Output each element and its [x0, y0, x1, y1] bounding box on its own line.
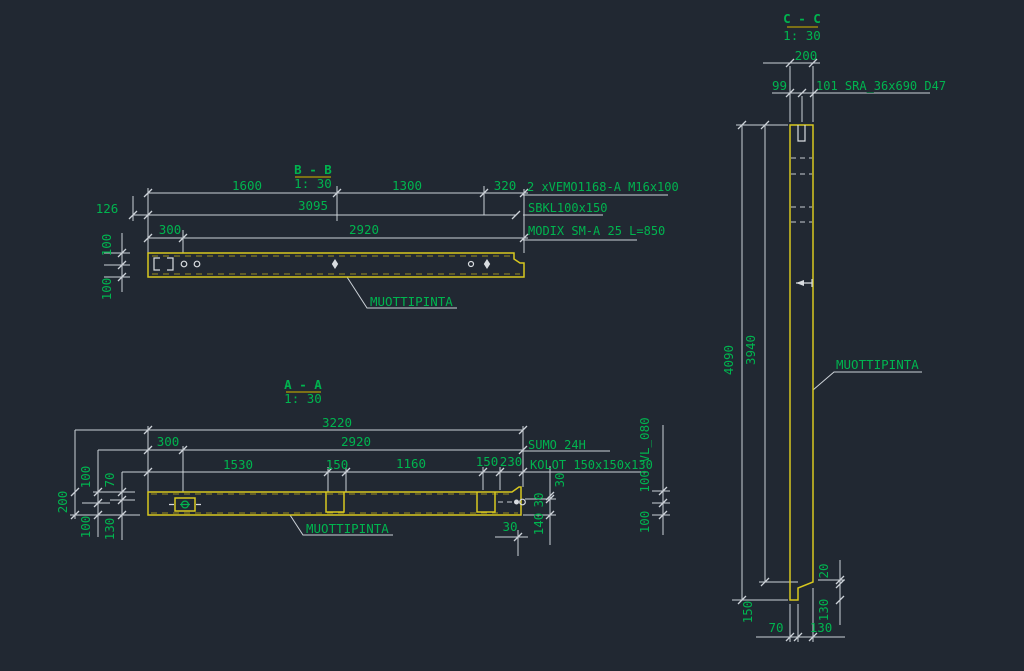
aa-dim-150-right: 150 — [476, 454, 499, 469]
aa-title: A - A — [284, 377, 322, 392]
bb-surface-label: MUOTTIPINTA — [370, 294, 453, 309]
bb-note-vemo: 2 xVEMO1168-A M16x100 — [527, 180, 679, 194]
cc-note-sra: 101 SRA_36x690 D47 — [816, 79, 946, 93]
aa-note-kolot: KOLOT 150x150x130 — [530, 458, 653, 472]
aa-scale-label: 1: 30 — [284, 391, 322, 406]
bb-anchor-diamond-markers — [331, 259, 491, 269]
bb-dim-100-upper: 100 — [99, 234, 114, 257]
bb-dim-100-lower: 100 — [99, 278, 114, 301]
bb-dim-3095: 3095 — [298, 198, 328, 213]
aa-dim-150-mid: 150 — [326, 457, 349, 472]
cc-dim-150: 150 — [740, 601, 755, 624]
bb-dim-300: 300 — [159, 222, 182, 237]
aa-dim-1530: 1530 — [223, 457, 253, 472]
bb-dim-1300: 1300 — [392, 178, 422, 193]
cc-dimension-ticks — [737, 58, 845, 642]
cc-dim-130-right: 130 — [816, 599, 831, 622]
bb-title: B - B — [294, 162, 332, 177]
cc-top-slot — [797, 125, 806, 142]
aa-dim-140: 140 — [531, 513, 546, 536]
cc-title: C - C — [783, 11, 821, 26]
aa-beam-outline — [147, 486, 522, 516]
aa-dim-30-b: 30 — [531, 492, 546, 507]
aa-bolt-washer — [519, 498, 526, 506]
bb-dim-126: 126 — [96, 201, 119, 216]
aa-dim-300: 300 — [157, 434, 180, 449]
cc-surface-label: MUOTTIPINTA — [836, 357, 919, 372]
bb-note-modix: MODIX SM-A 25 L=850 — [528, 224, 665, 238]
cc-dim-70-bottom: 70 — [768, 620, 783, 635]
aa-embed-box — [174, 497, 196, 512]
bb-embed-socket-bracket — [153, 257, 174, 271]
cc-dimension-lines — [732, 62, 930, 642]
aa-dim-130: 130 — [102, 518, 117, 541]
bb-beam-outline — [147, 252, 525, 278]
bb-dim-320: 320 — [494, 178, 517, 193]
bb-embed-hole-3 — [467, 260, 475, 268]
cc-dim-99: 99 — [772, 78, 787, 93]
bb-note-sbkl: SBKL100x150 — [528, 201, 607, 215]
cc-lift-anchor-arrow — [796, 280, 804, 286]
cc-dim-20: 20 — [816, 563, 831, 578]
cc-dim-130-bottom: 130 — [810, 620, 833, 635]
cc-dim-4090: 4090 — [721, 345, 736, 375]
section-bb: B - B 1: 30 1600 1300 320 2 xVEMO1168-A … — [96, 162, 679, 309]
bb-embed-hole-2 — [193, 260, 201, 268]
aa-dim-100-lower: 100 — [78, 516, 93, 539]
cc-column-outline — [789, 124, 814, 601]
aa-dimension-ticks — [70, 425, 668, 542]
cc-dim-200: 200 — [795, 48, 818, 63]
cc-scale-label: 1: 30 — [783, 28, 821, 43]
aa-dim-3220: 3220 — [322, 415, 352, 430]
aa-beam-edge-dashes — [151, 493, 518, 514]
aa-bolt-head — [514, 499, 519, 505]
aa-dim-100-far: 100 — [637, 511, 652, 534]
aa-dim-70: 70 — [102, 472, 117, 487]
cc-hidden-anchor-lines — [791, 157, 812, 223]
bb-scale-label: 1: 30 — [294, 176, 332, 191]
cc-dim-3940: 3940 — [743, 335, 758, 365]
aa-dim-100-vl080: 100 VL_080 — [637, 417, 652, 492]
bb-dimension-lines — [104, 186, 668, 309]
bb-beam-edge-dashes — [152, 255, 520, 275]
aa-note-sumo: SUMO 24H — [528, 438, 586, 452]
aa-dim-230: 230 — [500, 454, 523, 469]
aa-surface-label: MUOTTIPINTA — [306, 521, 389, 536]
aa-dim-2920: 2920 — [341, 434, 371, 449]
aa-recess-pockets — [325, 492, 496, 513]
aa-dim-30-a: 30 — [552, 472, 567, 487]
aa-dim-1160: 1160 — [396, 456, 426, 471]
section-aa: A - A 1: 30 3220 300 2920 SUMO 24H 1530 … — [55, 377, 670, 556]
bb-embed-hole-1 — [180, 260, 188, 268]
aa-dim-100-upper: 100 — [78, 466, 93, 489]
bb-dim-1600: 1600 — [232, 178, 262, 193]
bb-dimension-ticks — [117, 188, 529, 282]
aa-dim-200: 200 — [55, 491, 70, 514]
bb-dim-2920: 2920 — [349, 222, 379, 237]
aa-dim-30-bottom: 30 — [502, 519, 517, 534]
section-cc: C - C 1: 30 200 99 101 SRA_36x690 D47 40… — [721, 11, 946, 642]
